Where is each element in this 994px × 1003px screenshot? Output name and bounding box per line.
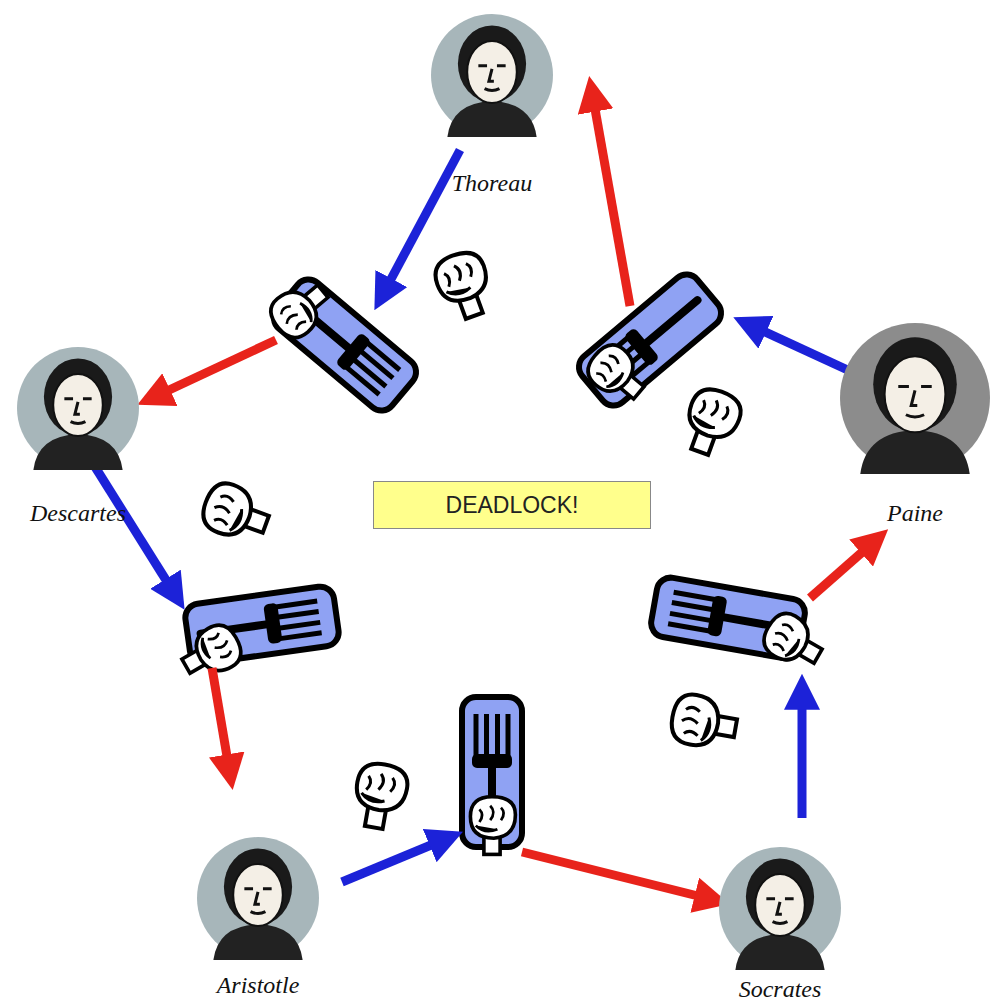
portrait-coat: [33, 434, 122, 470]
portrait-hair: [746, 858, 814, 935]
assignment-arrow: [152, 340, 276, 398]
portrait-features: [898, 387, 931, 417]
assignment-arrow: [810, 540, 876, 598]
hand-symbol: [264, 273, 337, 344]
portrait-background: [840, 323, 990, 473]
portrait-circle: [718, 846, 842, 970]
portrait-hair: [224, 848, 292, 925]
request-arrow: [342, 838, 448, 882]
philosopher-portrait: Descartes: [3, 346, 153, 530]
hand-symbol: [757, 607, 829, 675]
portrait-background: [197, 837, 319, 959]
portrait-circle: [196, 836, 320, 960]
deadlock-label: DEADLOCK!: [446, 492, 579, 519]
philosopher-name: Descartes: [3, 500, 153, 527]
hand-symbol: [668, 692, 740, 752]
portrait-background: [431, 14, 553, 136]
philosopher-name: Socrates: [705, 976, 855, 1003]
portrait-face: [885, 356, 946, 432]
portrait-hair: [44, 358, 112, 435]
hand-symbol: [197, 478, 274, 547]
portrait-coat: [735, 934, 824, 970]
philosopher-portrait: Thoreau: [417, 13, 567, 200]
hand-symbol: [677, 383, 746, 460]
portrait-circle: [16, 346, 140, 470]
hand-symbol: [470, 797, 515, 855]
portrait-coat: [860, 430, 969, 474]
assignment-arrows: [152, 92, 876, 900]
portrait-hair: [458, 25, 526, 102]
request-arrow: [382, 150, 460, 296]
request-arrows: [92, 150, 852, 882]
philosopher-portrait: Paine: [840, 322, 990, 530]
philosopher-name: Aristotle: [183, 972, 333, 999]
deadlock-box: DEADLOCK!: [373, 481, 651, 529]
philosopher-portrait: Socrates: [705, 846, 855, 1003]
portrait-features: [766, 899, 793, 924]
assignment-arrow: [592, 92, 630, 306]
holding-hands: [175, 273, 830, 854]
hand-symbol: [430, 247, 499, 324]
portrait-face: [467, 41, 517, 103]
portrait-face: [233, 864, 283, 926]
portrait-coat: [213, 924, 302, 960]
assignment-arrow: [522, 852, 714, 900]
portrait-features: [244, 889, 271, 914]
philosopher-name: Thoreau: [417, 170, 567, 197]
portrait-coat: [447, 101, 536, 137]
free-hands: [197, 247, 746, 832]
portrait-background: [719, 847, 841, 969]
request-arrow: [92, 462, 176, 596]
portrait-circle: [430, 13, 554, 137]
portrait-features: [64, 399, 91, 424]
request-arrow: [748, 324, 852, 372]
philosopher-portrait: Aristotle: [183, 836, 333, 1002]
request-arrow: [798, 690, 807, 818]
portrait-circle: [839, 322, 991, 474]
portrait-features: [478, 66, 505, 91]
hand-symbol: [350, 760, 410, 832]
portrait-hair: [873, 337, 957, 431]
portrait-face: [53, 374, 103, 436]
portrait-background: [17, 347, 139, 469]
philosopher-name: Paine: [840, 500, 990, 527]
portrait-face: [755, 874, 805, 936]
fork-resources: [184, 269, 808, 847]
hand-symbol: [581, 338, 654, 409]
assignment-arrow: [212, 668, 230, 774]
